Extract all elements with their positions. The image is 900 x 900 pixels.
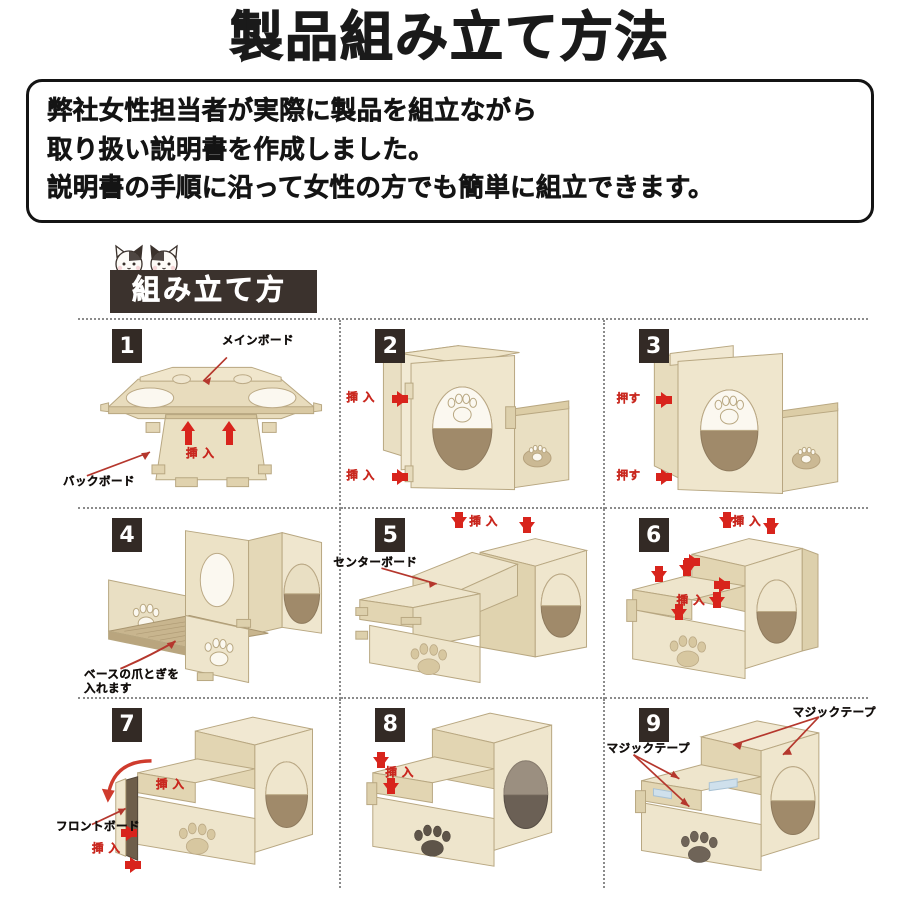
push-arrow-right xyxy=(655,392,672,408)
insert-arrow-right xyxy=(121,824,137,841)
leader-line-base-scratcher xyxy=(78,509,339,696)
step-cell-8: 8 xyxy=(341,698,605,888)
insert-arrow-down xyxy=(718,512,735,529)
leader-line-back-board xyxy=(78,320,339,507)
front-board-swing-arrow xyxy=(78,699,339,888)
insert-arrow-right xyxy=(125,856,141,873)
insert-arrow-up xyxy=(222,421,236,445)
step-illustration-2 xyxy=(341,320,602,507)
leader-lines-velcro-top xyxy=(605,699,868,888)
leader-line-front-board xyxy=(78,699,339,888)
step-illustration-7 xyxy=(78,699,339,888)
step-cell-7: 7 xyxy=(56,698,342,888)
insert-arrow-down xyxy=(373,751,390,768)
insert-arrow-right xyxy=(683,554,700,571)
insert-arrow-right xyxy=(713,577,730,594)
anno-base-scratcher-line2: 入れます xyxy=(84,681,132,696)
step-number-badge: 5 xyxy=(375,518,406,553)
intro-line-2: 取り扱い説明書を作成しました。 xyxy=(47,134,435,165)
step-cell-1: 1 xyxy=(63,320,342,510)
step-cell-6: 6 xyxy=(604,509,868,699)
step-number-badge: 1 xyxy=(112,329,142,363)
insert-arrow-down xyxy=(670,604,687,621)
intro-line-1: 弊社女性担当者が実際に製品を組立ながら xyxy=(47,95,538,127)
section-header: 組み立て方 xyxy=(0,241,900,314)
leader-line-main-board xyxy=(78,320,339,507)
insert-arrow-down xyxy=(650,566,667,583)
step-illustration-3 xyxy=(605,320,868,507)
step-cell-5: 5 xyxy=(333,509,605,699)
step-cell-4: 4 xyxy=(78,509,342,699)
insert-arrow-down xyxy=(708,592,725,609)
anno-insert: 挿 入 xyxy=(732,514,762,529)
step-number-badge: 7 xyxy=(112,707,142,742)
step-number-badge: 2 xyxy=(375,329,406,363)
insert-arrow-down xyxy=(678,560,695,577)
step-cell-2: 2 xyxy=(341,320,605,510)
insert-arrow-down xyxy=(383,777,400,794)
anno-insert: 挿 入 xyxy=(92,840,121,855)
step-cell-3: 3 xyxy=(604,320,868,510)
leader-lines-velcro-left xyxy=(605,699,868,888)
step-number-badge: 3 xyxy=(638,329,669,363)
step-illustration-1 xyxy=(78,320,339,507)
anno-insert: 挿 入 xyxy=(186,446,215,460)
step-illustration-5 xyxy=(341,509,602,696)
anno-insert: 挿 入 xyxy=(676,593,706,608)
insert-arrow-down xyxy=(519,517,536,534)
anno-back-board: バックボード xyxy=(63,474,135,488)
step-number-badge: 4 xyxy=(112,518,142,553)
assembly-steps-grid: 1 xyxy=(56,318,876,888)
anno-center-board: センターボード xyxy=(333,555,418,570)
insert-arrow-right xyxy=(392,391,409,407)
anno-insert: 挿 入 xyxy=(346,468,375,482)
step-number-badge: 8 xyxy=(375,707,406,742)
intro-description-box: 弊社女性担当者が実際に製品を組立ながら 取り扱い説明書を作成しました。 説明書の… xyxy=(26,78,874,224)
anno-base-scratcher-line1: ベースの爪とぎを xyxy=(84,667,180,682)
anno-insert: 挿 入 xyxy=(385,764,414,779)
anno-insert: 挿 入 xyxy=(469,514,498,529)
anno-insert: 挿 入 xyxy=(156,776,185,791)
section-ribbon: 組み立て方 xyxy=(110,270,318,314)
insert-arrow-down xyxy=(762,518,779,535)
anno-main-board: メインボード xyxy=(222,333,294,347)
anno-push: 押す xyxy=(616,468,641,482)
insert-arrow-up xyxy=(181,421,195,445)
push-arrow-right xyxy=(655,469,672,485)
anno-velcro-top: マジックテープ xyxy=(792,704,876,719)
step-illustration-4 xyxy=(78,509,339,696)
intro-line-3: 説明書の手順に沿って女性の方でも簡単に組立できます。 xyxy=(47,173,714,204)
insert-arrow-right xyxy=(392,469,409,485)
anno-push: 押す xyxy=(616,391,641,405)
insert-arrow-down xyxy=(451,512,468,529)
leader-line-center-board xyxy=(341,509,602,696)
anno-insert: 挿 入 xyxy=(346,390,375,404)
section-ribbon-label: 組み立て方 xyxy=(132,273,288,307)
step-number-badge: 9 xyxy=(638,707,669,742)
step-cell-9: 9 xyxy=(605,699,876,888)
anno-velcro-left: マジックテープ xyxy=(606,740,690,755)
anno-front-board: フロントボード xyxy=(56,818,140,833)
page-title: 製品組み立て方法 xyxy=(229,6,670,68)
step-number-badge: 6 xyxy=(638,518,669,553)
step-illustration-8 xyxy=(341,699,602,888)
